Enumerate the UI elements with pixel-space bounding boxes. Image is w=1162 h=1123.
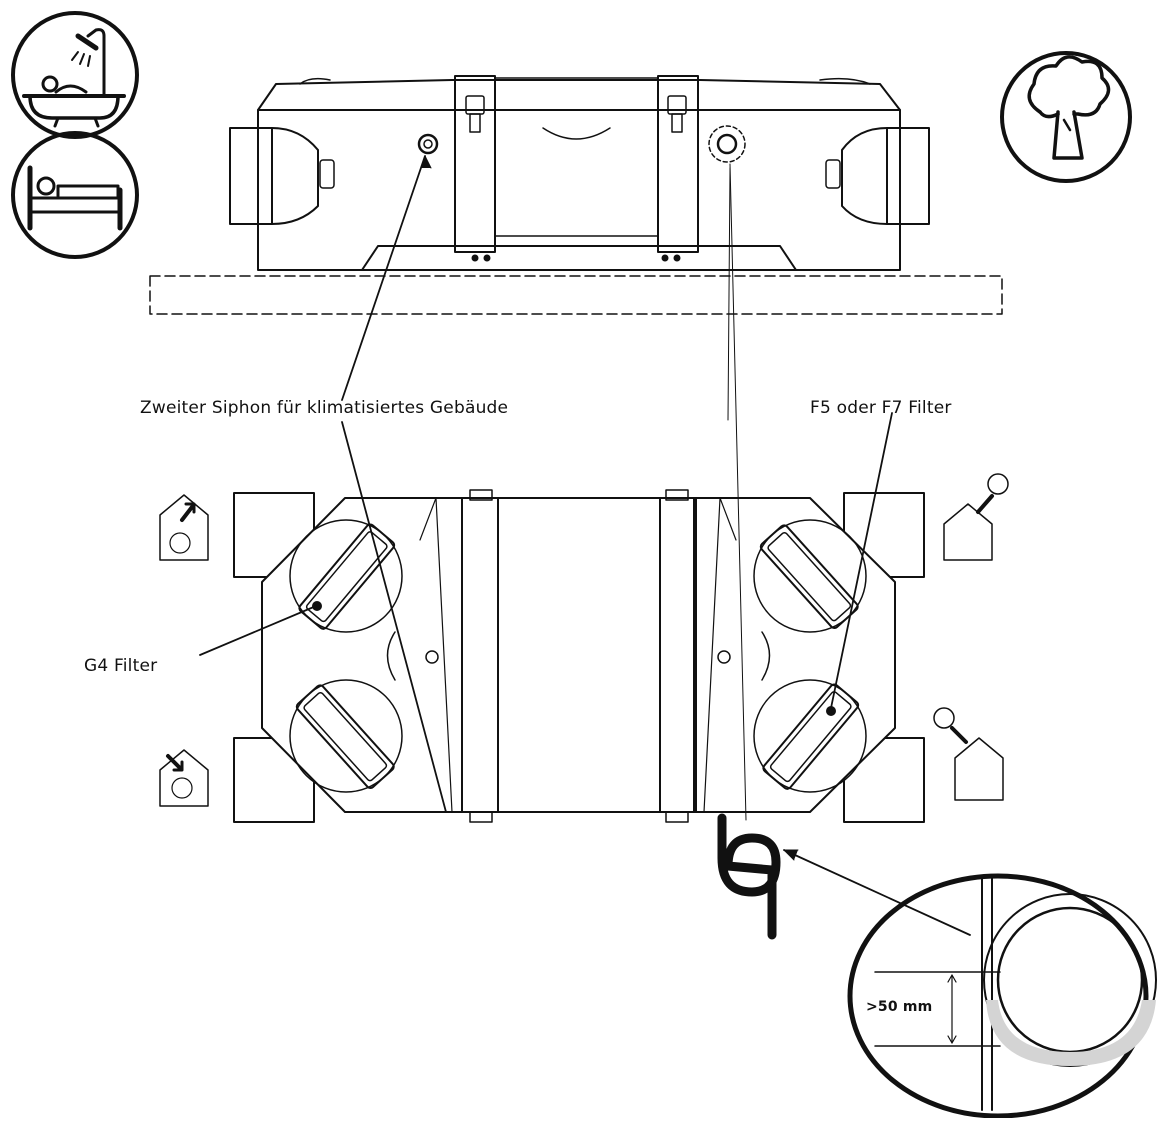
f5-f7-filter-label: F5 oder F7 Filter xyxy=(810,398,952,418)
second-siphon-label: Zweiter Siphon für klimatisiertes Gebäud… xyxy=(140,398,509,418)
house-exhaust-bathroom-icon xyxy=(159,494,209,561)
filter-cassette xyxy=(759,524,859,630)
g4-filter-cassette xyxy=(298,523,396,630)
siphon-detail-magnifier xyxy=(847,873,1157,1119)
f5-f7-filter-cassette xyxy=(762,683,860,790)
unit-side-view xyxy=(229,75,930,271)
leader-lines xyxy=(199,155,971,936)
bathtub-shower-icon xyxy=(11,11,139,139)
siphon-height-label: >50 mm xyxy=(866,999,933,1015)
house-outdoor-intake-icon xyxy=(933,707,1004,801)
tree-icon xyxy=(1000,51,1132,183)
siphon-loop xyxy=(717,813,781,940)
house-exhaust-bedroom-icon xyxy=(159,749,209,807)
unit-bottom-view xyxy=(233,489,925,823)
bed-icon xyxy=(11,131,139,259)
g4-filter-label: G4 Filter xyxy=(84,656,158,676)
filter-cassette xyxy=(295,684,395,790)
house-outdoor-exhaust-icon xyxy=(943,473,1009,561)
mounting-slab xyxy=(149,275,1003,315)
